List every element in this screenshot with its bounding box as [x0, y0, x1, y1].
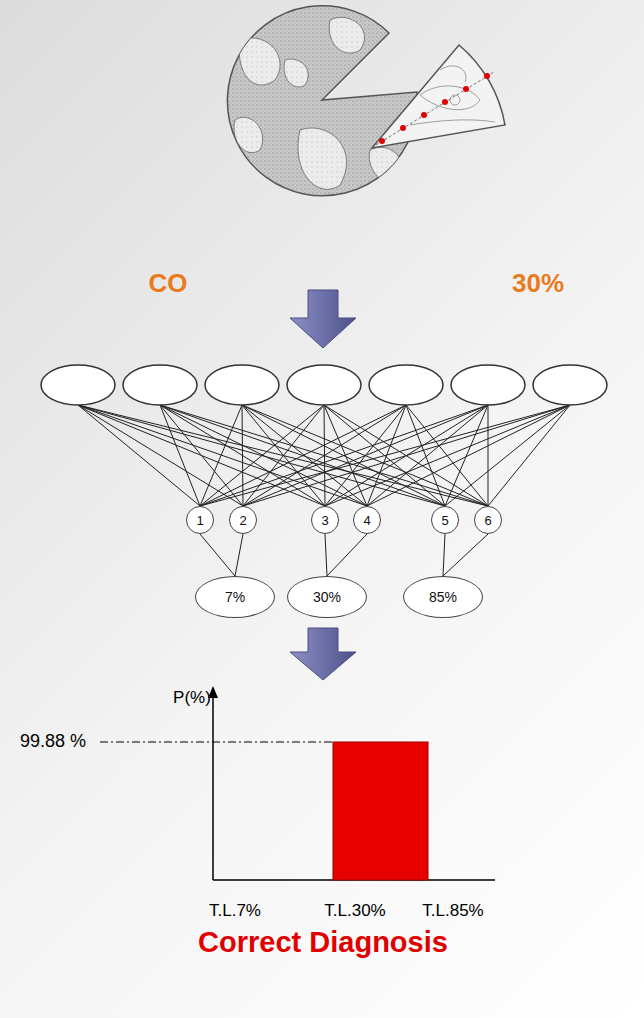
weight-line — [78, 405, 488, 506]
neuron-label: 6 — [484, 513, 491, 528]
input-layer — [41, 365, 607, 506]
weight-line — [488, 405, 570, 506]
weight-line — [445, 405, 488, 506]
connector — [443, 534, 488, 576]
weight-line — [445, 405, 570, 506]
category-label: T.L.85% — [422, 901, 483, 921]
input-neuron — [287, 365, 361, 405]
weight-line — [243, 405, 406, 506]
neuron-label: 3 — [321, 513, 328, 528]
weight-line — [78, 405, 445, 506]
weight-line — [325, 405, 570, 506]
input-neuron — [451, 365, 525, 405]
neuron-label: 30% — [313, 589, 341, 605]
hidden-neuron: 3 — [311, 506, 339, 534]
output-neuron: 30% — [287, 576, 367, 618]
flow-arrow — [290, 290, 356, 348]
connector — [443, 534, 445, 576]
result-caption: Correct Diagnosis — [198, 926, 448, 959]
weight-line — [488, 405, 489, 506]
weight-line — [200, 405, 324, 506]
connector — [235, 534, 243, 576]
bar-chart — [100, 686, 495, 880]
connector — [325, 534, 327, 576]
neuron-label: 7% — [225, 589, 245, 605]
flow-arrow — [290, 628, 356, 680]
hidden-neuron: 6 — [474, 506, 502, 534]
map-wedge — [372, 45, 505, 148]
axis-label: P(%) — [173, 688, 211, 708]
neuron-label: 5 — [441, 513, 448, 528]
weight-line — [367, 405, 570, 506]
connector — [327, 534, 367, 576]
value-label: 99.88 % — [20, 731, 86, 752]
connector — [200, 534, 235, 576]
weight-line — [243, 405, 488, 506]
neuron-label: 4 — [363, 513, 370, 528]
concentration-label: 30% — [512, 268, 564, 299]
output-neuron: 7% — [195, 576, 275, 618]
input-neuron — [533, 365, 607, 405]
weight-line — [160, 405, 445, 506]
neuron-label: 2 — [239, 513, 246, 528]
neuron-label: 85% — [429, 589, 457, 605]
weight-line — [200, 405, 570, 506]
weight-line — [200, 405, 242, 506]
weight-line — [160, 405, 200, 506]
hidden-neuron: 5 — [431, 506, 459, 534]
input-neuron — [41, 365, 115, 405]
input-neuron — [205, 365, 279, 405]
hidden-neuron: 2 — [229, 506, 257, 534]
weight-line — [200, 405, 488, 506]
gas-label: CO — [149, 268, 188, 299]
weight-line — [242, 405, 488, 506]
hidden-neuron: 1 — [186, 506, 214, 534]
weight-line — [200, 405, 406, 506]
hidden-neuron: 4 — [353, 506, 381, 534]
input-neuron — [369, 365, 443, 405]
neuron-label: 1 — [196, 513, 203, 528]
weight-line — [243, 405, 570, 506]
weight-line — [406, 405, 445, 506]
category-label: T.L.30% — [324, 901, 385, 921]
weight-line — [160, 405, 367, 506]
weight-line — [160, 405, 488, 506]
output-neuron: 85% — [403, 576, 483, 618]
input-neuron — [123, 365, 197, 405]
map-disc — [227, 6, 417, 196]
category-label: T.L.7% — [209, 901, 261, 921]
